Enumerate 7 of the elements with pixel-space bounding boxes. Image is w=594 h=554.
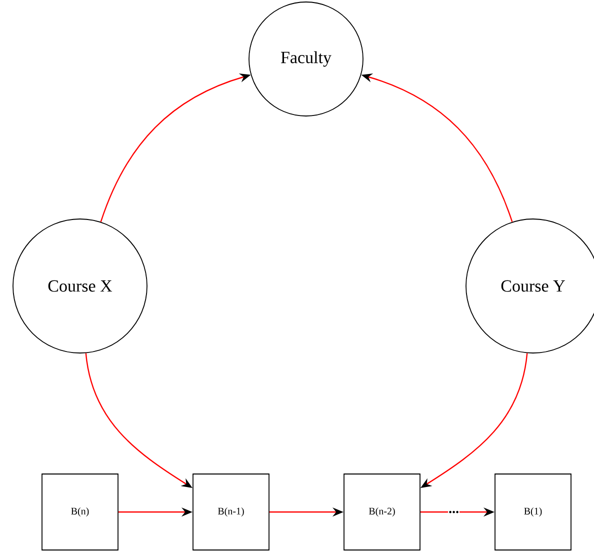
square-box: B(n-1) (192, 474, 270, 550)
circle-node: Course X (12, 218, 148, 354)
square-box: B(1) (494, 474, 572, 550)
square-box: B(n) (42, 474, 118, 550)
circle-node: Faculty (248, 2, 364, 116)
edge-label: ... (448, 510, 460, 514)
square-box: B(n-2) (344, 474, 420, 550)
